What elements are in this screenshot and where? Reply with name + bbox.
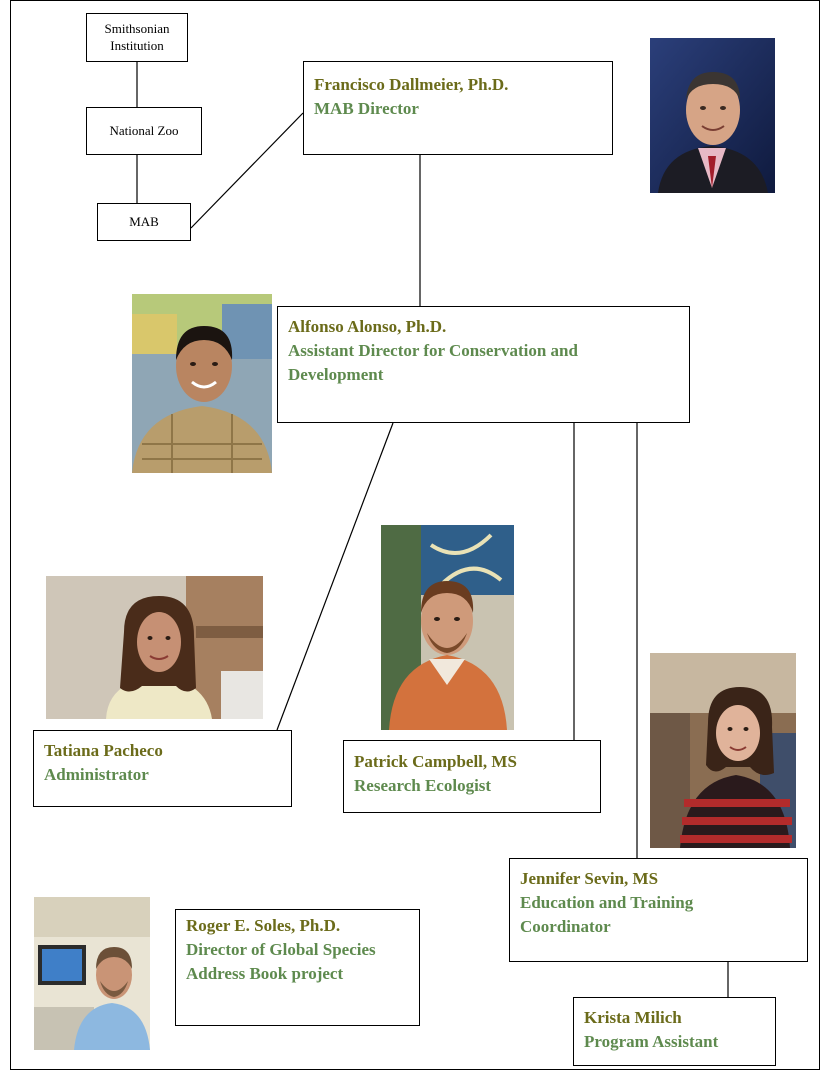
pacheco-role: Administrator bbox=[44, 765, 149, 784]
pacheco-box: Tatiana Pacheco Administrator bbox=[33, 730, 292, 807]
campbell-name: Patrick Campbell, MS bbox=[354, 752, 517, 771]
smithsonian-box: Smithsonian Institution bbox=[86, 13, 188, 62]
connector-mab-director bbox=[190, 112, 304, 229]
national-zoo-label: National Zoo bbox=[109, 122, 179, 138]
page-frame bbox=[10, 0, 820, 1070]
alonso-name: Alfonso Alonso, Ph.D. bbox=[288, 317, 447, 336]
dallmeier-photo bbox=[650, 38, 775, 193]
milich-box: Krista Milich Program Assistant bbox=[573, 997, 776, 1066]
sevin-name: Jennifer Sevin, MS bbox=[520, 869, 659, 888]
soles-role: Director of Global Species Address Book … bbox=[186, 940, 376, 983]
director-box: Francisco Dallmeier, Ph.D. MAB Director bbox=[303, 61, 613, 155]
national-zoo-box: National Zoo bbox=[86, 107, 202, 155]
soles-box: Roger E. Soles, Ph.D. Director of Global… bbox=[175, 909, 420, 1026]
mab-box: MAB bbox=[97, 203, 191, 241]
pacheco-photo bbox=[46, 576, 263, 719]
campbell-role: Research Ecologist bbox=[354, 776, 492, 795]
soles-name: Roger E. Soles, Ph.D. bbox=[186, 916, 341, 935]
alonso-photo bbox=[132, 294, 272, 473]
pacheco-name: Tatiana Pacheco bbox=[44, 741, 163, 760]
sevin-box: Jennifer Sevin, MS Education and Trainin… bbox=[509, 858, 808, 962]
director-name: Francisco Dallmeier, Ph.D. bbox=[314, 75, 509, 94]
mab-label: MAB bbox=[129, 213, 159, 229]
milich-name: Krista Milich bbox=[584, 1008, 682, 1027]
director-role: MAB Director bbox=[314, 99, 419, 118]
alonso-role: Assistant Director for Conservation and … bbox=[288, 341, 578, 384]
soles-photo bbox=[34, 897, 150, 1050]
sevin-role: Education and Training Coordinator bbox=[520, 893, 694, 936]
campbell-box: Patrick Campbell, MS Research Ecologist bbox=[343, 740, 601, 813]
alonso-box: Alfonso Alonso, Ph.D. Assistant Director… bbox=[277, 306, 690, 423]
milich-role: Program Assistant bbox=[584, 1032, 719, 1051]
connector-alonso-pacheco bbox=[276, 422, 394, 731]
campbell-photo bbox=[381, 525, 514, 730]
sevin-photo bbox=[650, 653, 796, 848]
smithsonian-label: Smithsonian Institution bbox=[104, 20, 170, 53]
